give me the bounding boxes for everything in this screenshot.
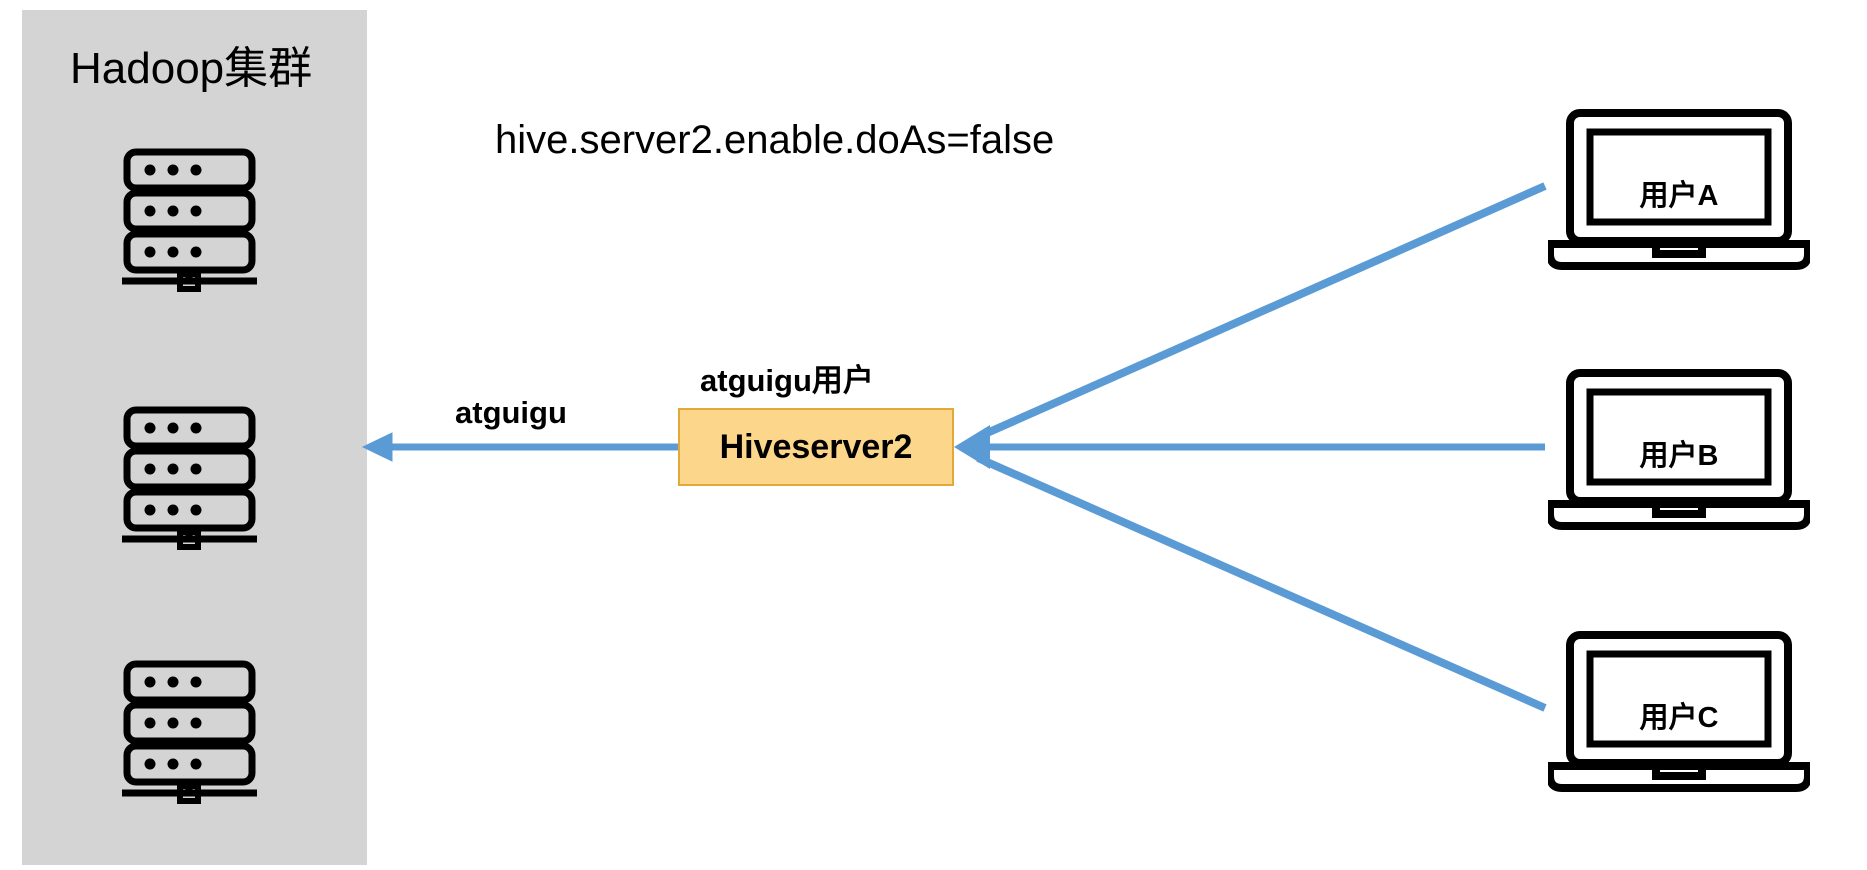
- server-rack-icon: [122, 148, 272, 293]
- server-node-2: [122, 406, 272, 551]
- arrow-to-cluster: [361, 432, 678, 462]
- arrowhead-into-hiveserver2: [954, 425, 990, 469]
- arrow-from-client-a: [976, 182, 1547, 441]
- server-node-3: [122, 660, 272, 805]
- arrow-from-client-c: [976, 454, 1547, 712]
- client-laptop-a: [1548, 108, 1810, 273]
- hadoop-cluster-panel: Hadoop集群: [22, 10, 367, 865]
- hiveserver2-label: Hiveserver2: [719, 427, 913, 466]
- server-node-1: [122, 148, 272, 293]
- hadoop-cluster-title: Hadoop集群: [70, 44, 313, 93]
- laptop-icon: [1548, 630, 1810, 795]
- laptop-icon: [1548, 108, 1810, 273]
- hiveserver2-user-label: atguigu用户: [700, 363, 874, 398]
- server-rack-icon: [122, 660, 272, 805]
- laptop-icon: [1548, 368, 1810, 533]
- server-rack-icon: [122, 406, 272, 551]
- outgoing-user-label: atguigu: [455, 395, 567, 430]
- hiveserver2-box[interactable]: Hiveserver2: [678, 408, 954, 486]
- client-laptop-b: [1548, 368, 1810, 533]
- config-property-text: hive.server2.enable.doAs=false: [495, 118, 1055, 162]
- client-laptop-c: [1548, 630, 1810, 795]
